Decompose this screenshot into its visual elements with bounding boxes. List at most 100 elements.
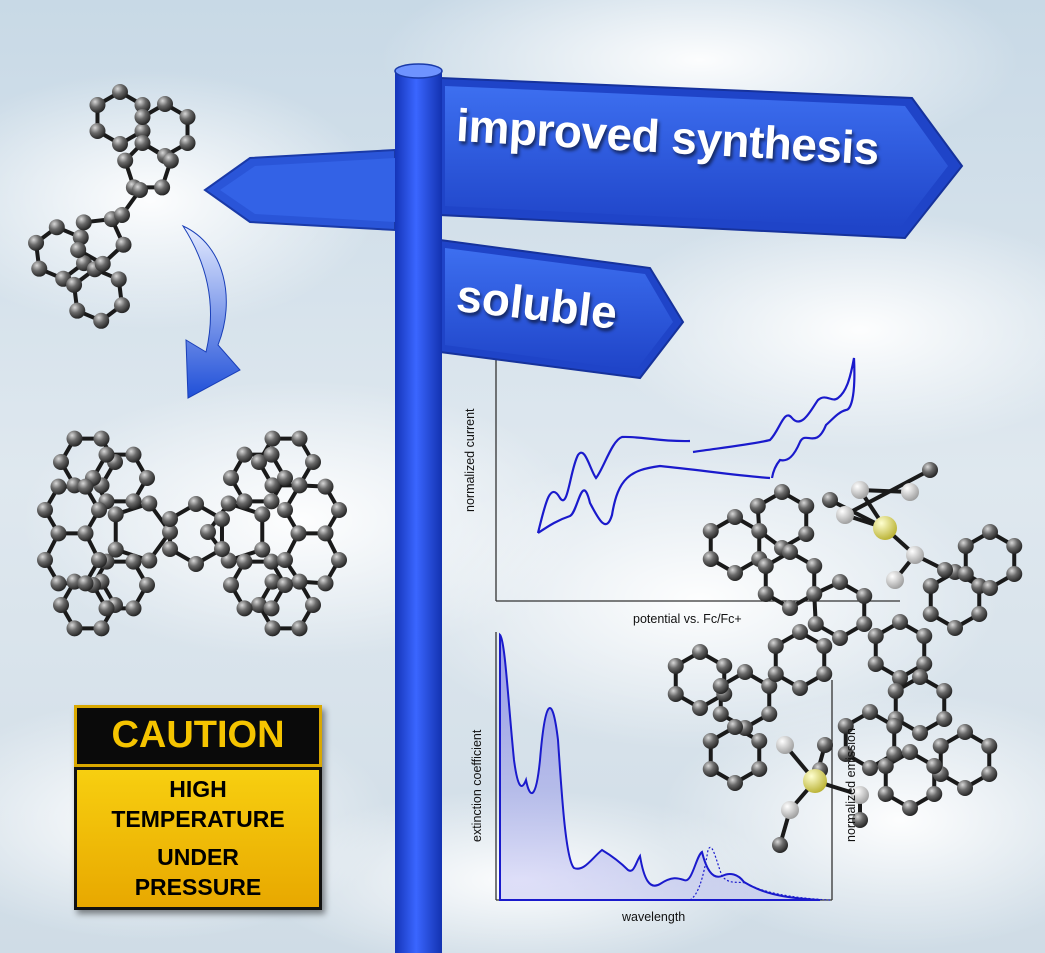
atom [761, 706, 778, 722]
atom [263, 553, 280, 570]
atom [916, 628, 933, 644]
atom [922, 462, 938, 478]
atom [749, 498, 766, 514]
atom [134, 97, 151, 113]
atom [154, 179, 171, 196]
atom [91, 552, 107, 568]
caution-sign: CAUTION HIGH TEMPERATURE UNDER PRESSURE [74, 705, 322, 910]
atom [98, 446, 115, 463]
atom [254, 541, 271, 558]
atom [856, 616, 873, 632]
atom [922, 606, 939, 622]
caution-line: UNDER [157, 844, 239, 870]
atom [886, 746, 903, 762]
atom [37, 502, 53, 518]
atom [856, 588, 873, 604]
cv-plot [495, 355, 900, 602]
atom [179, 135, 196, 151]
atom [816, 638, 833, 654]
atom [887, 683, 904, 699]
atom [851, 786, 869, 804]
atom [798, 526, 815, 542]
atom [66, 430, 83, 447]
atom [264, 430, 281, 447]
atom [213, 511, 230, 527]
atom [782, 544, 798, 560]
atom [254, 506, 271, 523]
atom [716, 658, 733, 674]
atom [851, 481, 869, 499]
atom [251, 454, 267, 470]
atom [264, 620, 281, 637]
spectrum-xlabel: wavelength [622, 910, 686, 924]
atom [692, 644, 708, 660]
atom [906, 546, 924, 564]
atom [936, 683, 953, 699]
atom [886, 718, 903, 734]
atom [291, 573, 308, 590]
atom [141, 495, 158, 512]
atom [822, 492, 838, 508]
curved-arrow-icon [181, 224, 241, 399]
atom [727, 775, 743, 791]
atom [892, 614, 908, 630]
atom [141, 552, 158, 569]
atom [836, 506, 854, 524]
atom [971, 606, 988, 622]
atom [757, 586, 774, 602]
caution-header-bar: CAUTION [74, 705, 322, 767]
atom [251, 597, 267, 613]
atom [263, 493, 280, 510]
atom [957, 566, 974, 582]
atom [981, 766, 998, 782]
atom [792, 624, 808, 640]
atom [1006, 566, 1023, 582]
atom [98, 600, 115, 617]
spectrum-ylabel-left: extinction coefficient [470, 729, 484, 842]
atom [886, 571, 904, 589]
atom [77, 575, 94, 592]
atom [667, 686, 684, 702]
atom [236, 446, 253, 463]
atom [817, 737, 833, 753]
atom [702, 761, 719, 777]
atom [220, 552, 237, 569]
atom [867, 628, 884, 644]
atom [223, 577, 239, 593]
atom [317, 525, 334, 542]
atom [912, 669, 928, 685]
atom [767, 638, 784, 654]
atom [816, 666, 833, 682]
atom [957, 780, 973, 796]
atom [70, 241, 87, 258]
sign-pole [395, 70, 442, 953]
atom [162, 524, 178, 540]
atom [873, 516, 897, 540]
caution-line: HIGH [169, 776, 227, 802]
atom [277, 502, 293, 518]
atom [926, 786, 943, 802]
atom [179, 109, 196, 125]
atom [932, 738, 949, 754]
atom [702, 733, 719, 749]
atom [667, 658, 684, 674]
atom [139, 470, 155, 486]
atom [290, 525, 307, 542]
atom [774, 484, 790, 500]
atom [727, 719, 743, 735]
atom [125, 600, 142, 617]
atom [72, 229, 89, 246]
atom [50, 525, 67, 542]
atom [982, 580, 998, 596]
atom [236, 493, 253, 510]
caution-header: CAUTION [111, 714, 285, 756]
atom [837, 718, 854, 734]
atom [852, 812, 868, 828]
atom [692, 700, 708, 716]
atom [937, 562, 953, 578]
atom [761, 678, 778, 694]
atom [902, 744, 918, 760]
atom [1006, 538, 1023, 554]
atom [188, 556, 204, 572]
